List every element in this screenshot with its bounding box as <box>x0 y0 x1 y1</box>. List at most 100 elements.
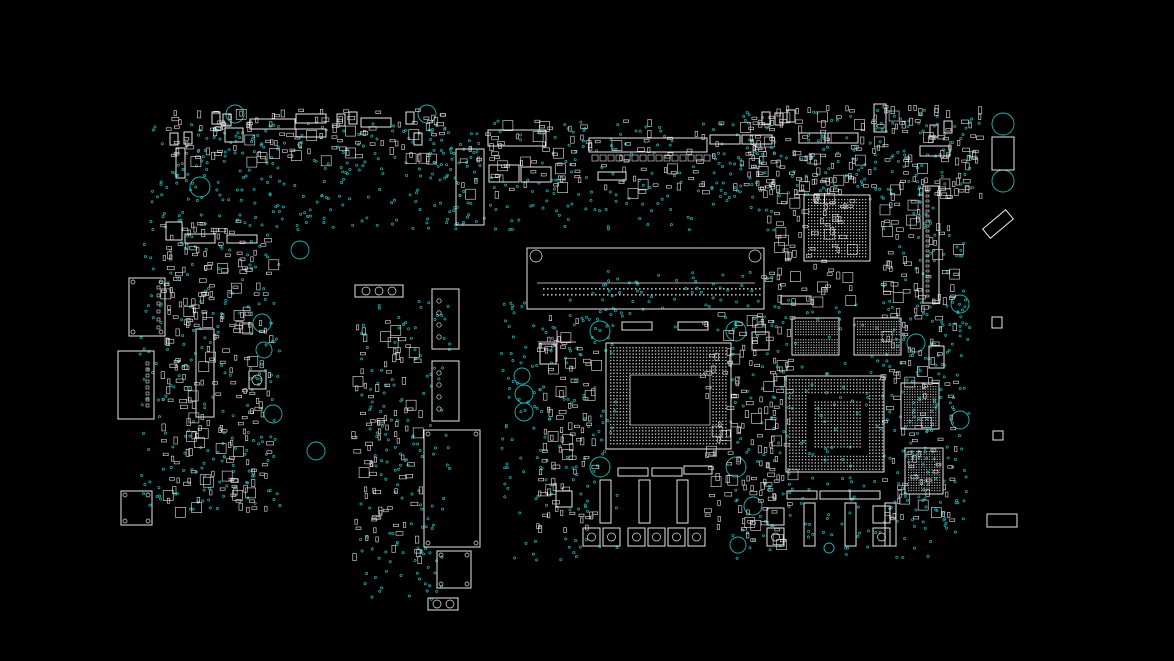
via <box>448 210 452 214</box>
cpu-ball <box>722 391 724 394</box>
via <box>235 188 239 192</box>
via <box>266 459 270 462</box>
via <box>856 184 860 188</box>
via <box>262 287 266 291</box>
cpu-ball <box>715 382 717 384</box>
vram-ball <box>872 347 874 349</box>
cpu-ball <box>680 356 682 358</box>
vram-ball <box>918 458 920 460</box>
pch-ball <box>856 217 858 219</box>
inductor-core <box>877 532 886 542</box>
inductor <box>766 527 785 547</box>
smd-component <box>490 173 499 178</box>
gpu-ball <box>801 455 804 458</box>
gpu-ball <box>808 379 810 381</box>
vram-ball <box>917 404 919 406</box>
via <box>584 175 588 179</box>
via <box>154 362 158 365</box>
gpu-ball <box>805 379 807 381</box>
gpu-ball <box>853 433 855 435</box>
smd-component <box>474 177 478 184</box>
gpu-ball <box>837 385 839 387</box>
cpu-ball <box>706 369 708 371</box>
via <box>535 558 539 562</box>
via <box>246 431 250 434</box>
gpu-ball <box>798 459 800 461</box>
cpu-ball <box>658 439 660 442</box>
pch-ball <box>856 235 858 237</box>
cpu-ball <box>632 369 634 371</box>
cpu-ball <box>690 427 692 429</box>
cpu-ball <box>725 436 727 438</box>
gpu-ball <box>798 433 800 435</box>
vram-ball <box>888 334 890 336</box>
vram-ball <box>810 326 812 328</box>
via <box>670 139 674 143</box>
vram-ball <box>915 477 917 479</box>
vram-ball <box>917 409 919 411</box>
cpu-ball <box>706 430 708 432</box>
cpu-ball <box>712 404 714 406</box>
cpu-ball <box>613 385 615 387</box>
via <box>812 110 816 114</box>
via <box>276 147 280 151</box>
cpu-ball <box>626 427 628 429</box>
vram-ball <box>802 344 804 346</box>
vram-ball <box>922 425 924 427</box>
pch-ball <box>865 256 867 258</box>
via <box>494 207 498 211</box>
cpu-ball <box>626 443 628 445</box>
vram-chip-c <box>791 317 840 356</box>
vram-ball <box>893 352 895 354</box>
smd-component <box>588 142 592 148</box>
vram-ball <box>883 326 885 328</box>
cpu-ball <box>670 347 673 349</box>
cpu-ball <box>632 353 634 355</box>
vram-ball <box>935 386 937 388</box>
component-outlines <box>117 113 1018 611</box>
via <box>968 157 972 161</box>
via <box>360 357 364 361</box>
vram-ball <box>890 341 892 343</box>
pch-ball <box>820 229 822 231</box>
vram-ball <box>936 484 938 486</box>
gpu-ball <box>833 462 836 464</box>
cpu-ball <box>667 347 669 349</box>
vram-ball <box>919 396 921 398</box>
via <box>181 210 185 214</box>
header-connector-a <box>431 288 460 350</box>
cpu-ball <box>670 443 673 445</box>
vram-ball <box>885 321 887 323</box>
slot-latch-left <box>529 249 543 263</box>
vram-ball <box>867 323 869 325</box>
gpu-ball <box>846 407 848 410</box>
pch-ball <box>811 244 813 246</box>
gpu-ball <box>840 455 842 458</box>
cpu-ball <box>670 356 673 358</box>
cpu-ball <box>712 388 714 390</box>
smd-component <box>826 188 831 195</box>
pch-ball <box>808 229 810 231</box>
vram-ball <box>815 344 817 346</box>
vram-ball <box>927 419 929 421</box>
via <box>379 410 383 413</box>
vram-ball <box>936 490 938 492</box>
smd-component <box>515 133 520 140</box>
via <box>555 209 559 213</box>
cpu-ball <box>670 359 673 362</box>
pch-ball <box>814 232 816 234</box>
vram-ball <box>914 422 916 424</box>
cpu-ball <box>622 356 625 358</box>
via <box>159 320 163 324</box>
gpu-ball <box>827 379 829 381</box>
gpu-ball <box>830 459 832 461</box>
vram-ball <box>932 417 934 419</box>
via <box>827 513 831 517</box>
gpu-ball <box>846 459 848 461</box>
cpu-ball <box>670 439 673 442</box>
cpu-ball <box>661 347 663 349</box>
pch-ball <box>835 232 837 234</box>
smd-component <box>817 111 828 123</box>
